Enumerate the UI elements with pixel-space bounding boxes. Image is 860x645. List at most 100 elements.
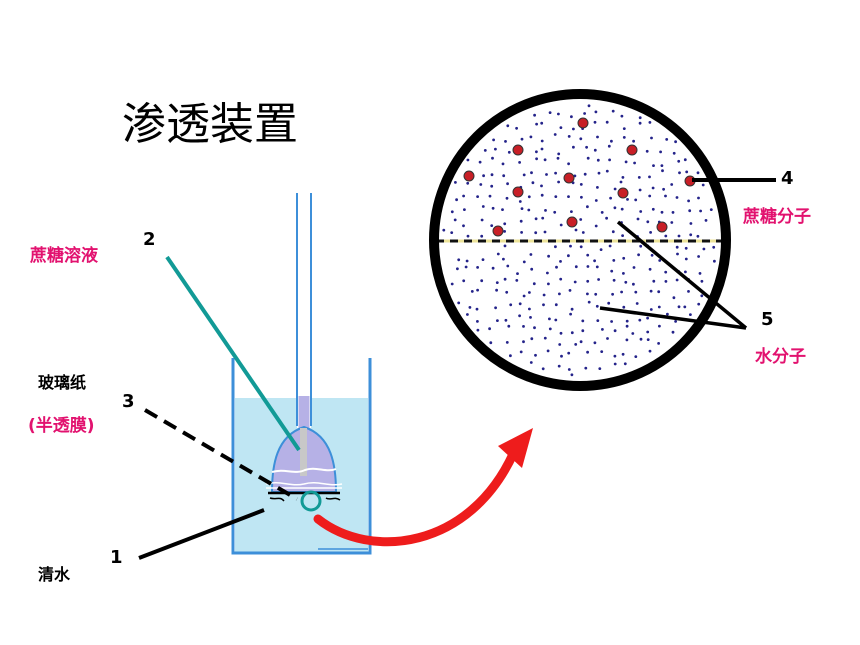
water-molecule-dot: [534, 231, 538, 235]
number-5: 5: [761, 309, 774, 330]
water-molecule-dot: [554, 303, 558, 307]
water-molecule-dot: [651, 207, 655, 211]
water-molecule-dot: [689, 313, 692, 316]
water-molecule-dot: [648, 121, 652, 124]
water-molecule-dot: [606, 337, 609, 340]
cellophane-label: 玻璃纸: [38, 373, 87, 392]
water-molecule-dot: [613, 354, 617, 358]
water-molecule-dot: [559, 223, 563, 227]
number-3: 3: [122, 391, 135, 412]
water-molecule-dot: [543, 336, 547, 340]
water-molecule-dot: [597, 278, 600, 281]
water-molecule-dot: [652, 279, 656, 283]
water-molecule-dot: [625, 338, 629, 342]
water-molecule-dot: [622, 127, 626, 130]
water-molecule-dot: [634, 355, 638, 358]
water-molecule-dot: [529, 361, 533, 364]
water-molecule-dot: [540, 139, 544, 143]
water-molecule-dot: [557, 112, 560, 116]
water-molecule-dot: [496, 319, 499, 322]
water-molecule-dot: [516, 272, 519, 275]
water-molecule-dot: [594, 110, 598, 114]
water-molecule-dot: [586, 265, 590, 268]
water-molecule-dot: [585, 145, 588, 149]
water-molecule-dot: [574, 265, 578, 269]
water-molecule-dot: [572, 145, 575, 149]
water-molecule-dot: [529, 316, 532, 319]
water-molecule-dot: [569, 312, 572, 316]
water-molecule-dot: [482, 174, 485, 178]
water-molecule-dot: [697, 255, 700, 258]
water-molecules: [442, 104, 716, 377]
number-4: 4: [781, 168, 794, 189]
leader-line-1: [138, 508, 265, 560]
water-molecule-dot: [632, 282, 635, 286]
water-molecule-dot: [490, 224, 494, 228]
water-molecule-dot: [638, 188, 642, 192]
water-molecule-dot: [480, 218, 484, 222]
water-molecule-dot: [671, 211, 675, 214]
water-molecule-dot: [684, 246, 688, 250]
membrane-highlight-circle: [300, 490, 322, 512]
water-molecule-dot: [528, 307, 531, 311]
water-molecule-dot: [547, 282, 550, 286]
water-molecule-dot: [586, 279, 590, 283]
water-molecule-dot: [676, 252, 679, 256]
water-molecule-dot: [560, 354, 563, 358]
water-molecule-dot: [684, 270, 687, 274]
water-molecule-dot: [712, 245, 716, 249]
water-molecule-dot: [608, 158, 611, 162]
water-molecule-dot: [683, 158, 687, 162]
water-molecule-dot: [570, 331, 574, 335]
water-molecule-dot: [586, 156, 590, 160]
water-molecule-dot: [685, 170, 689, 174]
water-molecule-dot: [646, 338, 650, 341]
water-molecule-dot: [465, 259, 469, 263]
water-molecule-dot: [637, 253, 640, 257]
number-1: 1: [110, 547, 123, 568]
water-molecule-dot: [677, 305, 681, 309]
water-molecule-dot: [463, 208, 466, 212]
water-molecule-dot: [558, 292, 561, 296]
leader-line-5b: [599, 306, 747, 330]
water-molecule-dot: [518, 200, 522, 203]
water-molecule-dot: [543, 230, 547, 234]
water-molecule-dot: [573, 280, 577, 284]
water-molecule-dot: [557, 152, 561, 156]
water-molecule-dot: [568, 289, 572, 292]
water-molecule-dot: [624, 160, 628, 164]
water-molecule-dot: [570, 210, 573, 214]
water-molecule-dot: [556, 156, 560, 160]
water-molecule-dot: [579, 218, 583, 221]
water-molecule-dot: [671, 330, 675, 334]
water-molecule-dot: [580, 195, 583, 199]
water-molecule-dot: [594, 224, 598, 228]
water-molecule-dot: [488, 327, 491, 331]
water-molecule-dot: [505, 341, 509, 344]
water-molecule-dot: [494, 306, 497, 310]
water-molecule-dot: [659, 150, 662, 154]
water-molecule-dot: [660, 164, 664, 168]
water-molecule-dot: [596, 319, 600, 322]
water-molecule-dot: [700, 294, 704, 298]
water-molecule-dot: [530, 171, 533, 175]
water-molecule-dot: [657, 290, 661, 294]
water-molecule-dot: [579, 245, 583, 249]
sucrose-molecule: [617, 187, 629, 199]
water-molecule-dot: [529, 135, 533, 139]
water-molecule-dot: [646, 316, 649, 320]
water-molecule-dot: [662, 187, 665, 191]
water-molecule-dot: [625, 319, 629, 323]
water-molecule-dot: [709, 208, 713, 212]
water-molecule-dot: [466, 313, 469, 316]
water-molecule-dot: [605, 120, 609, 124]
water-molecule-dot: [620, 114, 624, 118]
sucrose-solution-label: 蔗糖溶液: [30, 246, 98, 266]
water-molecule-dot: [522, 260, 526, 264]
water-molecule-dot: [657, 305, 661, 309]
water-molecule-dot: [594, 292, 598, 296]
water-molecule-dot: [612, 259, 616, 262]
water-molecule-dot: [658, 324, 661, 328]
water-molecule-dot: [567, 351, 571, 355]
water-molecule-dot: [528, 291, 531, 294]
